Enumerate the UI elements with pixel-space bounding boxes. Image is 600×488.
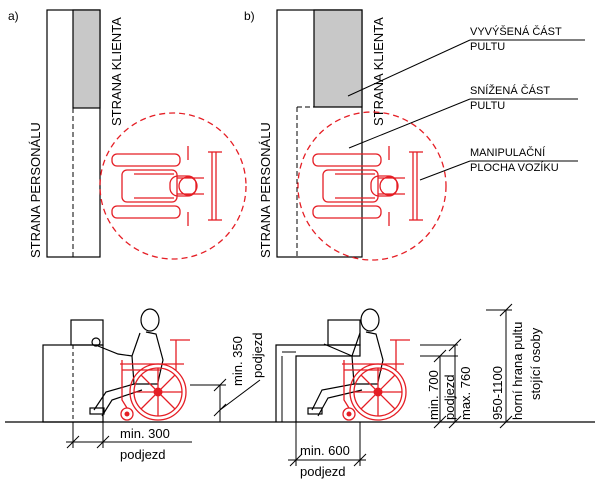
section-a-height-dim: min. 350 podjezd <box>190 332 265 422</box>
plan-b-wheelchair <box>312 146 423 226</box>
section-a-depth-value: min. 300 <box>120 426 170 441</box>
section-a: min. 350 podjezd min. 300 podjezd <box>42 308 265 462</box>
legend-lowered-line1: SNÍŽENÁ ČÁST <box>470 84 550 97</box>
legend: VYVÝŠENÁ ČÁST PULTU SNÍŽENÁ ČÁST PULTU M… <box>347 25 585 181</box>
section-b-depth-value: min. 600 <box>300 443 350 458</box>
section-b-height-dims: min. 700 podjezd max. 760 950-1100 horní… <box>420 303 543 429</box>
legend-manip-line1: MANIPULAČNÍ <box>470 146 546 159</box>
panel-b-label: b) <box>244 9 255 23</box>
section-b-wheelchair <box>342 339 410 421</box>
section-a-depth-unit: podjezd <box>120 447 166 462</box>
plan-a-staff-side-label: STRANA PERSONÁLU <box>28 122 43 258</box>
plan-b-manipulation-circle <box>297 111 447 261</box>
section-b: min. 600 podjezd min. 700 podjezd max. 7… <box>275 303 543 479</box>
section-b-h2-value: max. 760 <box>458 367 473 420</box>
section-b-depth-dim: min. 600 podjezd <box>288 422 367 479</box>
legend-manip-leader <box>419 160 471 181</box>
panel-a-label: a) <box>8 9 19 23</box>
legend-lowered-leader <box>348 98 471 149</box>
section-a-depth-dim: min. 300 podjezd <box>66 422 192 462</box>
section-b-counter-body <box>275 344 361 422</box>
plan-b: STRANA PERSONÁLU STRANA KLIENTA <box>258 9 447 261</box>
section-b-h3-line3: stojící osoby <box>528 327 543 400</box>
plan-b-staff-side-label: STRANA PERSONÁLU <box>258 122 273 258</box>
plan-a-client-side-label: STRANA KLIENTA <box>109 17 124 126</box>
legend-manip-line2: PLOCHA VOZÍKU <box>470 161 559 174</box>
section-b-h1-value: min. 700 <box>426 370 441 420</box>
section-b-depth-unit: podjezd <box>300 464 346 479</box>
section-b-h1-unit: podjezd <box>442 374 457 420</box>
plan-a-manipulation-circle <box>99 112 247 260</box>
section-b-person <box>307 308 384 417</box>
section-a-height-unit: podjezd <box>250 332 265 378</box>
plan-a-wheelchair <box>111 146 222 226</box>
section-a-person <box>89 308 164 417</box>
legend-lowered-line2: PULTU <box>470 100 505 112</box>
legend-raised-line1: VYVÝŠENÁ ČÁST <box>470 25 562 38</box>
section-a-wheelchair <box>120 339 190 421</box>
plan-a-raised-part <box>72 9 101 109</box>
plan-b-raised-part <box>313 9 363 108</box>
legend-raised-leader <box>347 39 471 97</box>
section-b-h3-line2: horní hrana pultu <box>510 322 525 420</box>
plan-b-client-side-label: STRANA KLIENTA <box>371 17 386 126</box>
section-b-h3-value: 950-1100 <box>490 366 505 420</box>
section-a-height-value: min. 350 <box>230 336 245 386</box>
legend-raised-line2: PULTU <box>470 41 505 53</box>
section-b-upper-box <box>327 319 361 346</box>
section-a-upper-box <box>70 319 104 346</box>
plan-a: STRANA PERSONÁLU STRANA KLIENTA <box>28 9 247 260</box>
